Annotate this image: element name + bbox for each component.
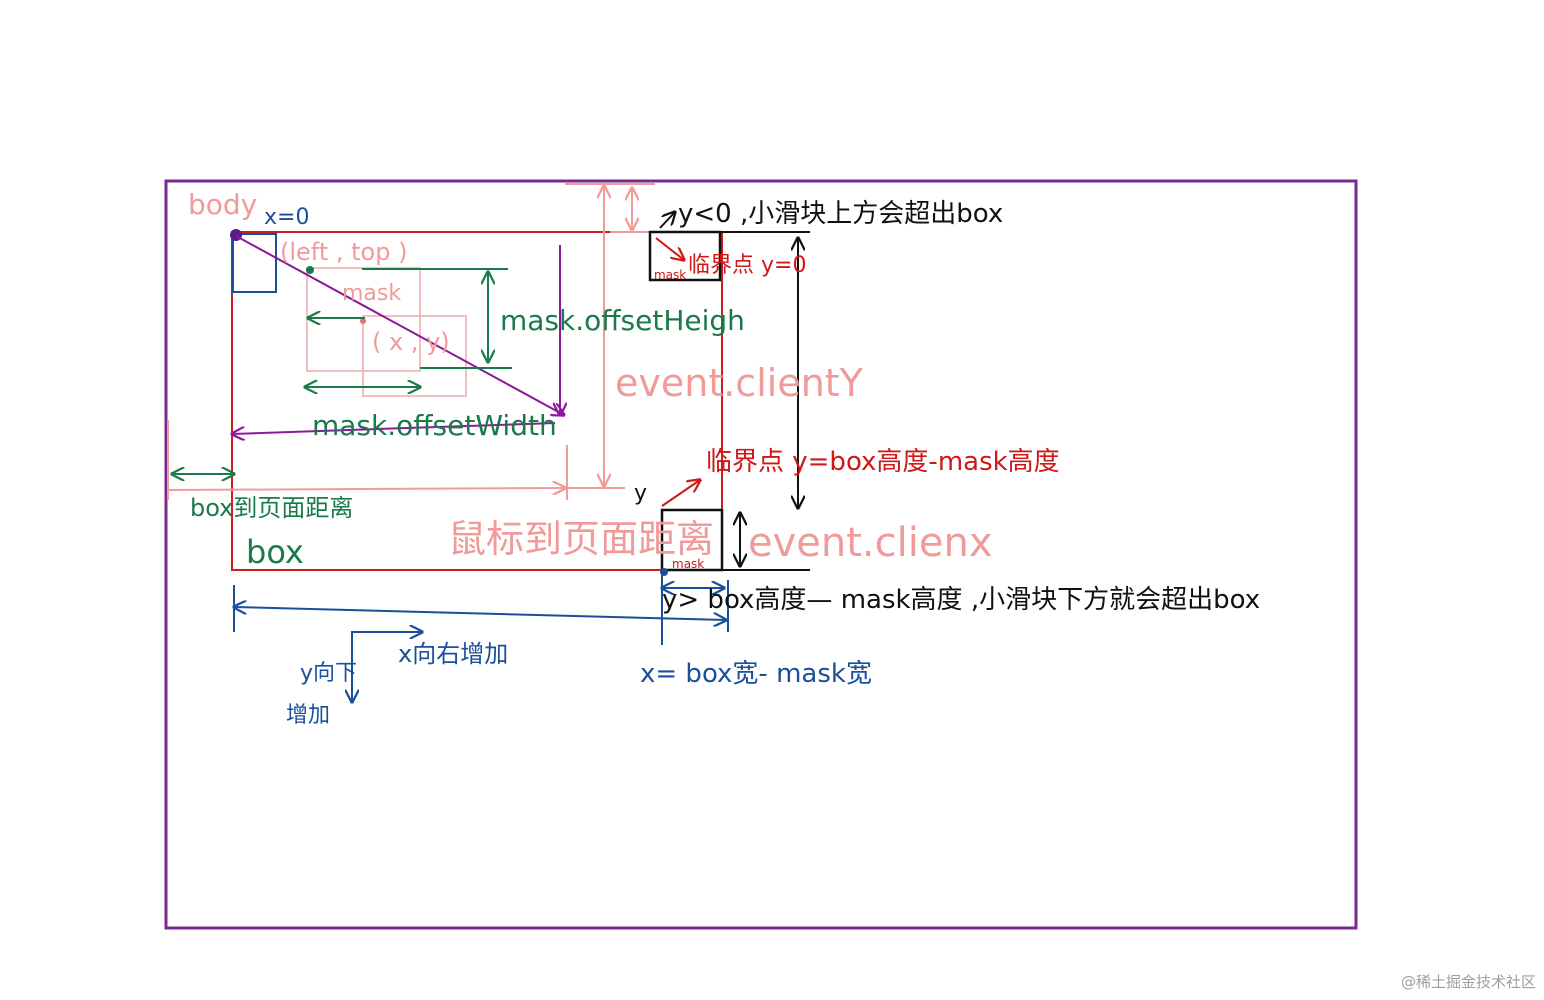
red-bottom-arrow [661, 480, 700, 507]
body-frame [164, 179, 1358, 930]
label-event-clienx: event.clienx [748, 520, 993, 566]
label-y: y [634, 481, 647, 506]
label-mask-offset-height: mask.offsetHeigh [500, 304, 745, 337]
mask-rect-2 [362, 315, 467, 397]
label-box: box [246, 533, 304, 571]
label-xy: ( x , y) [372, 328, 450, 356]
blue-box-width-arrow [234, 607, 726, 620]
label-y-down-1: y向下 [300, 661, 357, 686]
label-body: body [188, 188, 257, 221]
label-critical-top: 临界点 y=0 [688, 253, 806, 278]
label-y-lt-zero: y<0 ,小滑块上方会超出box [678, 199, 1003, 229]
pink-clientx-arrow [167, 488, 565, 490]
label-mask-offset-width: mask.offsetWidth [312, 409, 557, 442]
box-rect [231, 231, 723, 571]
purple-horizontal [232, 422, 556, 434]
label-x-eq: x= box宽- mask宽 [640, 659, 872, 689]
mask-box-top [648, 230, 722, 282]
label-x-zero: x=0 [264, 205, 309, 230]
mask-box-bottom [660, 508, 724, 572]
label-y-down-2: 增加 [286, 703, 330, 728]
watermark: @稀土掘金技术社区 [1400, 973, 1536, 991]
label-left-top: (left , top ) [280, 238, 407, 266]
origin-square [232, 233, 277, 293]
label-mask-small-bottom: mask [672, 557, 704, 571]
label-mask: mask [342, 281, 401, 306]
label-critical-bottom: 临界点 y=box高度-mask高度 [706, 447, 1060, 477]
label-event-clienty: event.clientY [615, 361, 864, 405]
label-mouse-to-page: 鼠标到页面距离 [448, 517, 714, 561]
label-mask-small-top: mask [654, 268, 686, 282]
red-top-arrow [655, 237, 684, 260]
purple-diagonal [235, 235, 564, 415]
black-top-arrow [659, 212, 675, 229]
mask-point [360, 318, 366, 324]
mask-bottom-dot [660, 568, 668, 576]
label-box-to-page: box到页面距离 [190, 494, 353, 522]
label-x-right: x向右增加 [398, 640, 508, 668]
left-top-point [306, 266, 314, 274]
label-y-gt: y> box高度— mask高度 ,小滑块下方就会超出box [662, 585, 1260, 615]
